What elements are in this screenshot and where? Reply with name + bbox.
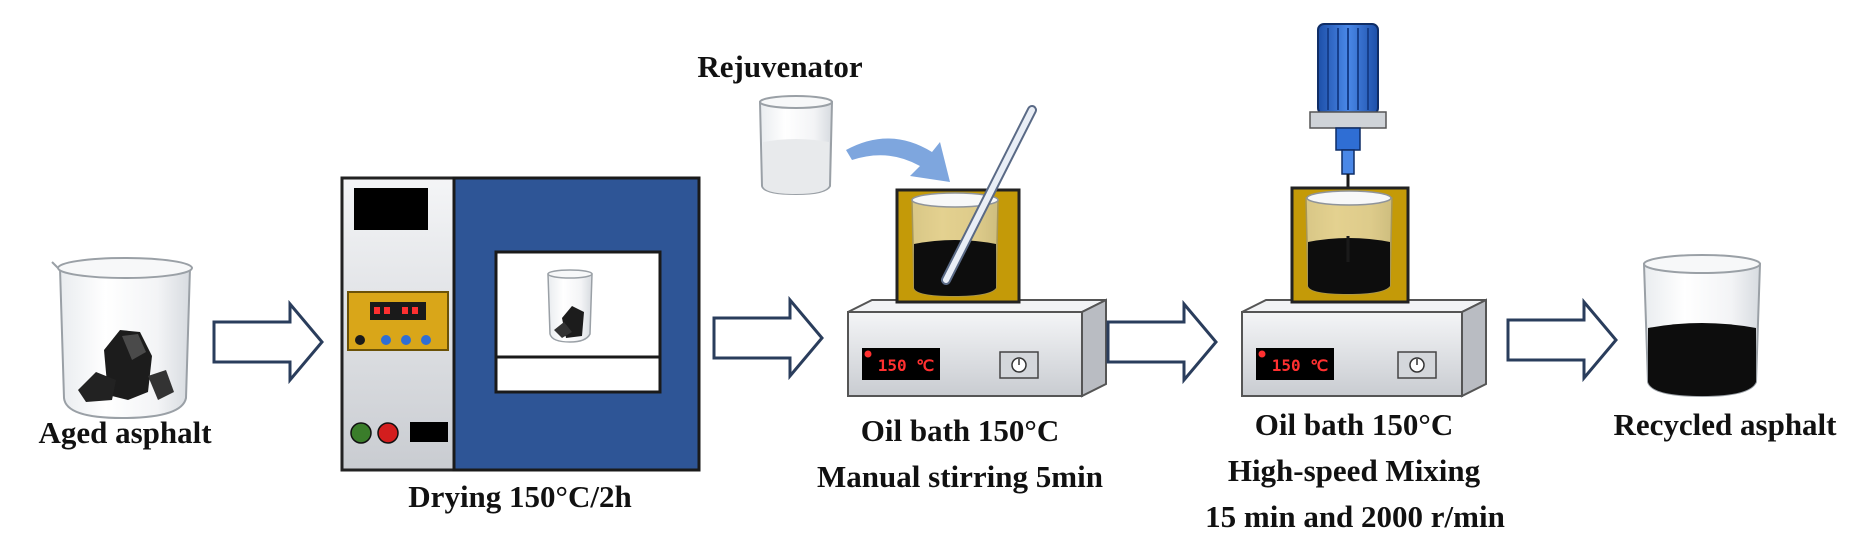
highspeed-temp-display (1256, 348, 1334, 380)
flow-arrow-1 (212, 299, 324, 385)
asphalt-chunks (78, 330, 174, 402)
drying-label: Drying 150°C/2h (408, 479, 632, 514)
flow-arrow-2 (712, 295, 824, 381)
rejuvenator-beaker (758, 95, 834, 196)
rejuvenator-label: Rejuvenator (697, 49, 863, 84)
manual-line1: Oil bath 150°C (860, 413, 1060, 448)
highspeed-oil-bath (1290, 186, 1410, 304)
flow-arrow-3 (1106, 299, 1218, 385)
pour-arrow (846, 138, 950, 182)
manual-hotplate (847, 298, 1107, 398)
flow-arrow-4 (1506, 297, 1618, 383)
manual-stirring-rod (941, 105, 1037, 285)
oven-control-panel (347, 291, 449, 351)
oven-top-display (354, 188, 428, 230)
recycled-asphalt-beaker (1642, 254, 1762, 398)
oven-green-button (350, 422, 372, 444)
oven-switch (410, 422, 448, 442)
highspeed-line2: High-speed Mixing (1227, 453, 1481, 488)
high-speed-mixer (1309, 23, 1387, 262)
highspeed-temp-readout: 150 ℃ (1272, 356, 1329, 375)
manual-oil-bath (895, 188, 1021, 304)
manual-line2: Manual stirring 5min (817, 459, 1103, 494)
drying-oven (340, 176, 701, 472)
aged-asphalt-beaker (51, 257, 193, 420)
recycled-asphalt-label: Recycled asphalt (1613, 407, 1837, 442)
manual-temp-display (862, 348, 940, 380)
highspeed-hotplate (1241, 298, 1487, 398)
oven-inner-beaker (547, 269, 593, 343)
oven-red-button (377, 422, 399, 444)
manual-temp-readout: 150 ℃ (878, 356, 935, 375)
aged-asphalt-label: Aged asphalt (38, 415, 212, 450)
highspeed-line3: 15 min and 2000 r/min (1205, 499, 1505, 534)
highspeed-line1: Oil bath 150°C (1254, 407, 1454, 442)
